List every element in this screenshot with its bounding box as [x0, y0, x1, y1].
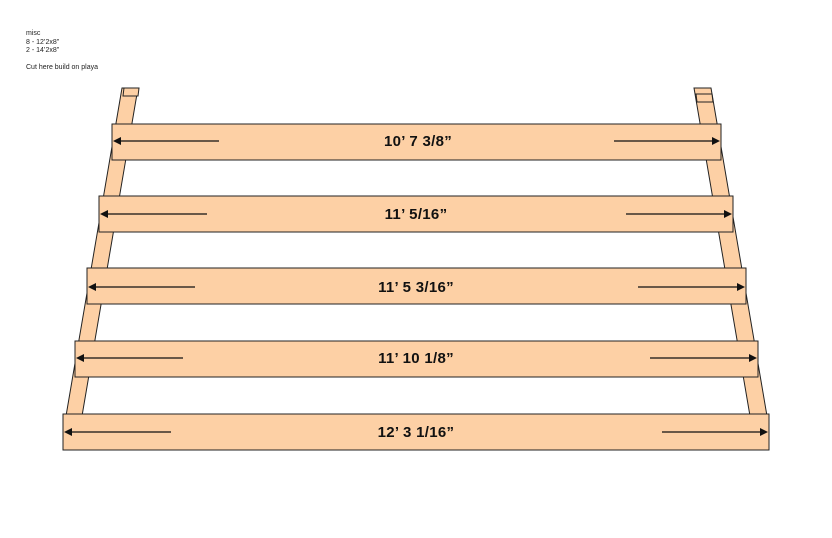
- notes-block: misc 8 - 12’2x8” 2 - 14’2x8” Cut here bu…: [26, 30, 98, 72]
- board-5-arrow-left-head: [64, 428, 72, 436]
- board-5: 12’ 3 1/16”: [62, 413, 770, 451]
- left-stringer-cap: [122, 87, 140, 97]
- board-2-arrow-left-head: [100, 210, 108, 218]
- board-1-arrow-right-head: [712, 137, 720, 145]
- board-3-arrow-left-head: [88, 283, 96, 291]
- right-stringer-cap: [695, 93, 714, 103]
- board-3: 11’ 5 3/16”: [86, 267, 747, 305]
- board-1-label: 10’ 7 3/8”: [384, 133, 452, 150]
- board-2: 11’ 5/16”: [98, 195, 734, 233]
- notes-item-2: 2 - 14’2x8”: [26, 47, 60, 54]
- board-5-plank: [62, 413, 770, 451]
- notes-instruction: Cut here build on playa: [26, 63, 98, 71]
- board-3-arrow-right-head: [737, 283, 745, 291]
- board-2-arrow-right-head: [724, 210, 732, 218]
- board-2-label: 11’ 5/16”: [385, 206, 448, 223]
- board-5-arrow-right-head: [760, 428, 768, 436]
- board-1-arrow-left-head: [113, 137, 121, 145]
- board-3-plank: [86, 267, 747, 305]
- board-5-label: 12’ 3 1/16”: [378, 424, 455, 441]
- notes-title: misc: [26, 30, 41, 37]
- board-3-label: 11’ 5 3/16”: [378, 279, 454, 296]
- board-4-arrow-right-head: [749, 354, 757, 362]
- board-1-plank: [111, 123, 722, 161]
- board-4-label: 11’ 10 1/8”: [378, 350, 454, 367]
- notes-item-1: 8 - 12’2x8”: [26, 38, 60, 46]
- board-4-plank: [74, 340, 759, 378]
- board-4: 11’ 10 1/8”: [74, 340, 759, 378]
- board-1: 10’ 7 3/8”: [111, 123, 722, 161]
- board-4-arrow-left-head: [76, 354, 84, 362]
